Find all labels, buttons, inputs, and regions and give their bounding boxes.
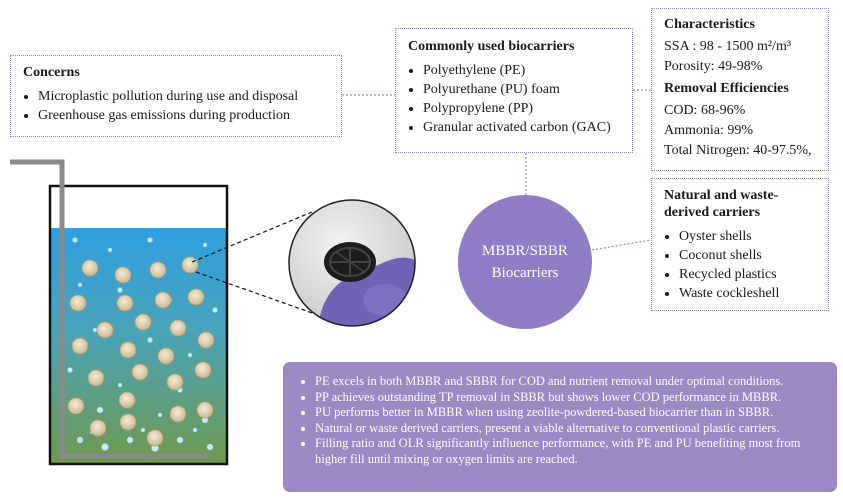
air-bubbles xyxy=(67,237,218,452)
summary-item: PP achieves outstanding TP removal in SB… xyxy=(315,390,819,406)
concerns-item: Greenhouse gas emissions during producti… xyxy=(38,106,329,125)
removal-efficiencies-title: Removal Efficiencies xyxy=(664,81,789,96)
natural-carrier-item: Waste cockleshell xyxy=(679,284,816,303)
natural-carriers-list: Oyster shells Coconut shells Recycled pl… xyxy=(664,227,816,303)
center-label-line1: MBBR/SBBR xyxy=(482,243,568,259)
summary-box: PE excels in both MBBR and SBBR for COD … xyxy=(283,362,837,492)
black-biocarrier xyxy=(324,242,376,282)
characteristics-box: Characteristics SSA : 98 - 1500 m²/m³ Po… xyxy=(651,8,829,171)
biocarrier-item: Granular activated carbon (GAC) xyxy=(423,118,620,137)
total-nitrogen-value: Total Nitrogen: 40-97.5%, xyxy=(664,143,812,158)
summary-item: PE excels in both MBBR and SBBR for COD … xyxy=(315,374,819,390)
natural-carrier-item: Recycled plastics xyxy=(679,265,816,284)
porosity-value: Porosity: 49-98% xyxy=(664,59,763,74)
common-biocarriers-title: Commonly used biocarriers xyxy=(408,39,575,54)
ssa-value: SSA : 98 - 1500 m²/m³ xyxy=(664,39,792,54)
center-label-line2: Biocarriers xyxy=(491,265,559,281)
biocarrier-photo xyxy=(289,200,415,326)
natural-carrier-item: Coconut shells xyxy=(679,246,816,265)
characteristics-title: Characteristics xyxy=(664,17,755,32)
summary-item: PU performs better in MBBR when using ze… xyxy=(315,405,819,421)
biocarrier-item: Polypropylene (PP) xyxy=(423,99,620,118)
summary-item: Filling ratio and OLR significantly infl… xyxy=(315,436,819,467)
biocarrier-item: Polyurethane (PU) foam xyxy=(423,80,620,99)
summary-list: PE excels in both MBBR and SBBR for COD … xyxy=(301,374,819,467)
concerns-title: Concerns xyxy=(23,65,80,80)
aeration-pipe xyxy=(10,159,210,459)
common-biocarriers-list: Polyethylene (PE) Polyurethane (PU) foam… xyxy=(408,61,620,137)
cod-value: COD: 68-96% xyxy=(664,103,746,118)
concerns-item: Microplastic pollution during use and di… xyxy=(38,87,329,106)
mbbr-sbbr-biocarriers-node: MBBR/SBBR Biocarriers xyxy=(458,195,592,329)
natural-carriers-title: Natural and waste-derived carriers xyxy=(664,188,779,220)
concerns-box: Concerns Microplastic pollution during u… xyxy=(10,55,342,137)
reactor-tank xyxy=(10,159,229,466)
connector-center-natural xyxy=(591,239,652,251)
summary-item: Natural or waste derived carriers, prese… xyxy=(315,421,819,437)
ammonia-value: Ammonia: 99% xyxy=(664,123,754,138)
zoom-line-top xyxy=(191,211,313,263)
zoom-line-bottom xyxy=(195,271,319,316)
natural-carrier-item: Oyster shells xyxy=(679,227,816,246)
natural-carriers-box: Natural and waste-derived carriers Oyste… xyxy=(651,178,829,311)
common-biocarriers-box: Commonly used biocarriers Polyethylene (… xyxy=(395,28,633,153)
biocarriers-in-tank xyxy=(67,256,215,447)
biocarrier-item: Polyethylene (PE) xyxy=(423,61,620,80)
concerns-list: Microplastic pollution during use and di… xyxy=(23,87,329,125)
